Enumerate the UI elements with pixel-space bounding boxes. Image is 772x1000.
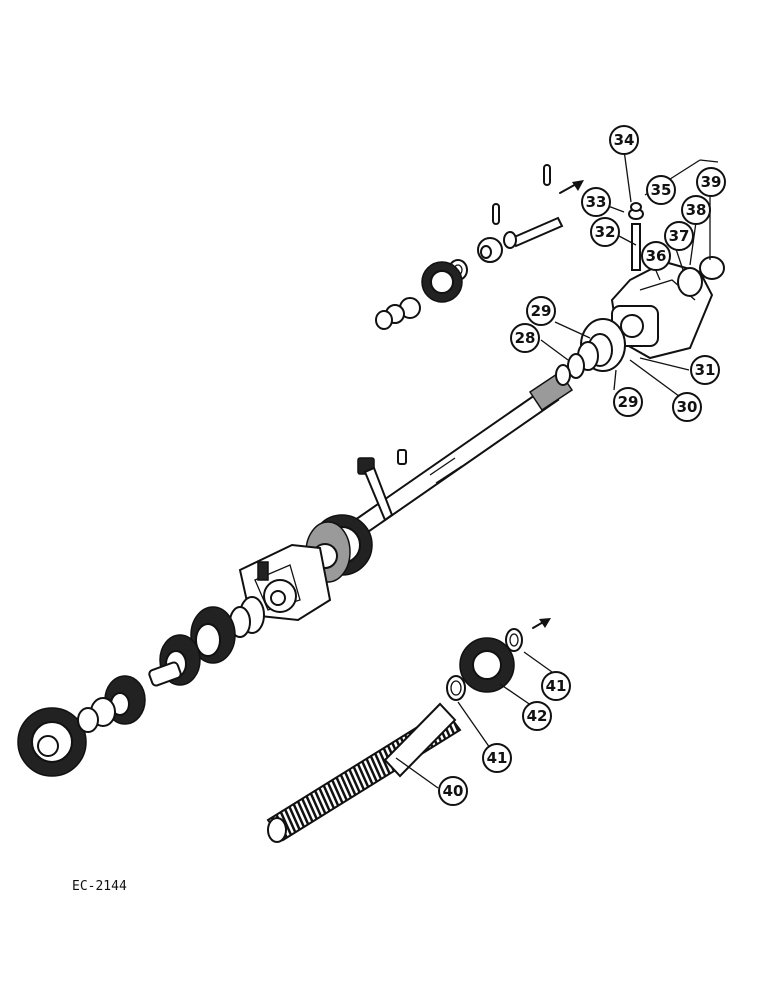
callout-42: 42 <box>522 701 552 731</box>
callout-30: 30 <box>672 392 702 422</box>
svg-text:30: 30 <box>677 398 698 416</box>
svg-text:41: 41 <box>546 677 567 695</box>
svg-text:42: 42 <box>527 707 548 725</box>
center-bolt <box>357 449 407 522</box>
callout-32: 32 <box>590 217 620 247</box>
snap-ring-41-upper <box>505 628 523 652</box>
callout-35: 35 <box>646 175 676 205</box>
callout-29-bottom: 29 <box>613 387 643 417</box>
snap-ring-41-lower <box>446 675 466 701</box>
svg-text:33: 33 <box>586 193 607 211</box>
callout-41-left: 41 <box>482 743 512 773</box>
callout-29-top: 29 <box>526 296 556 326</box>
svg-text:36: 36 <box>646 247 667 265</box>
callout-34: 34 <box>609 125 639 155</box>
left-gear-cluster <box>17 596 265 777</box>
svg-text:29: 29 <box>531 302 552 320</box>
svg-text:38: 38 <box>686 201 707 219</box>
small-hardware-group <box>375 164 564 330</box>
clutch-hub <box>238 543 332 622</box>
svg-text:37: 37 <box>669 227 690 245</box>
pto-shaft <box>266 702 462 843</box>
callout-37: 37 <box>664 221 694 251</box>
svg-text:34: 34 <box>614 131 635 149</box>
direction-arrow-lower <box>532 618 551 629</box>
callout-38: 38 <box>681 195 711 225</box>
svg-text:39: 39 <box>701 173 722 191</box>
figure-code: EC-2144 <box>72 879 127 894</box>
center-gear-bearing <box>305 514 373 583</box>
cover-housing <box>610 202 725 360</box>
svg-text:29: 29 <box>618 393 639 411</box>
callout-36: 36 <box>641 241 671 271</box>
svg-text:32: 32 <box>595 223 616 241</box>
callout-28: 28 <box>510 323 540 353</box>
svg-text:31: 31 <box>695 361 716 379</box>
direction-arrow-top <box>559 180 584 194</box>
callout-33: 33 <box>581 187 611 217</box>
seal-washer-stack <box>555 318 626 386</box>
callout-31: 31 <box>690 355 720 385</box>
callout-39: 39 <box>696 167 726 197</box>
callout-40: 40 <box>438 776 468 806</box>
svg-text:41: 41 <box>487 749 508 767</box>
svg-text:40: 40 <box>443 782 464 800</box>
svg-text:35: 35 <box>651 181 672 199</box>
callout-41-right: 41 <box>541 671 571 701</box>
gear-42 <box>459 637 515 693</box>
svg-text:28: 28 <box>515 329 536 347</box>
